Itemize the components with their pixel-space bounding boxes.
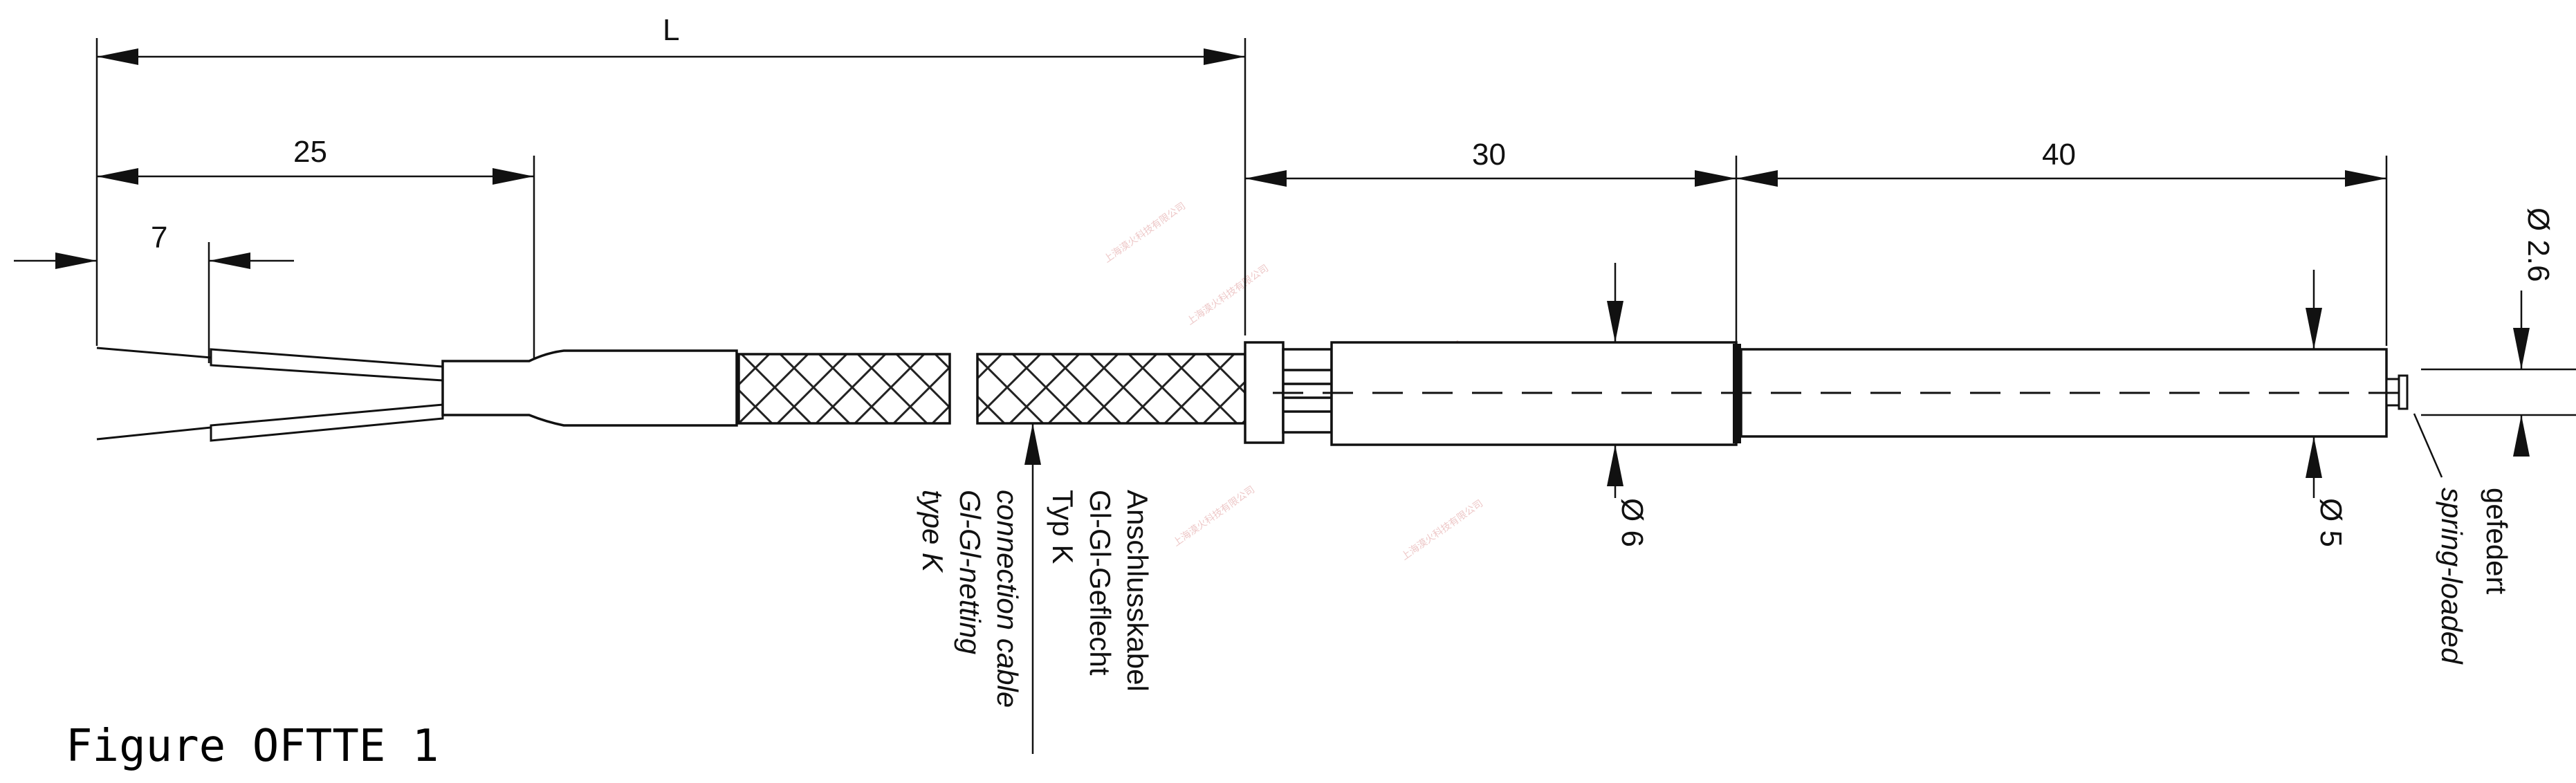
spring-label-de: gefedert — [2481, 488, 2513, 594]
figure-caption: Figure OFTTE 1 — [66, 721, 439, 772]
crimp-sleeve — [441, 349, 738, 427]
dimension-label-7: 7 — [151, 221, 167, 255]
spring-leader — [2413, 413, 2443, 478]
cable-label-de-2: Gl-Gl-Geflecht — [1084, 490, 1116, 676]
cable-label-en-2: Gl-Gl-netting — [954, 490, 986, 654]
dimension-label-30: 30 — [1472, 138, 1506, 172]
watermark-text: 上海漠火科技有限公司 — [1185, 263, 1271, 327]
cable-label-de-1: Anschlusskabel — [1121, 490, 1154, 692]
dimension-30-40 — [1245, 156, 2388, 346]
braided-cable — [737, 353, 1246, 425]
dimension-l — [95, 38, 1246, 346]
cable-label-de-3: Typ K — [1047, 490, 1079, 564]
spring-label-en: spring-loaded — [2436, 488, 2468, 665]
dimension-label-dia2-6: Ø 2.6 — [2521, 208, 2555, 282]
dimension-label-40: 40 — [2042, 138, 2076, 172]
cable-leader — [1024, 423, 1041, 754]
diameter-6-callout — [1607, 263, 1623, 498]
dimension-label-25: 25 — [293, 135, 327, 169]
cable-label-en-3: type K — [917, 490, 949, 573]
dimension-label-dia6: Ø 6 — [1615, 498, 1649, 547]
dimension-label-dia5: Ø 5 — [2314, 498, 2348, 547]
wire-leads — [96, 347, 444, 442]
diameter-2-6-callout — [2421, 291, 2576, 457]
cable-connector — [1244, 341, 1333, 444]
dimension-7 — [14, 242, 294, 363]
watermark-text: 上海漠火科技有限公司 — [1399, 498, 1485, 562]
watermark-text: 上海漠火科技有限公司 — [1171, 484, 1257, 549]
diameter-5-callout — [2306, 270, 2322, 498]
watermark-text: 上海漠火科技有限公司 — [1102, 201, 1188, 265]
dimension-label-l: L — [663, 13, 679, 47]
dimension-25 — [97, 156, 535, 360]
cable-label-en-1: connection cable — [991, 490, 1024, 708]
